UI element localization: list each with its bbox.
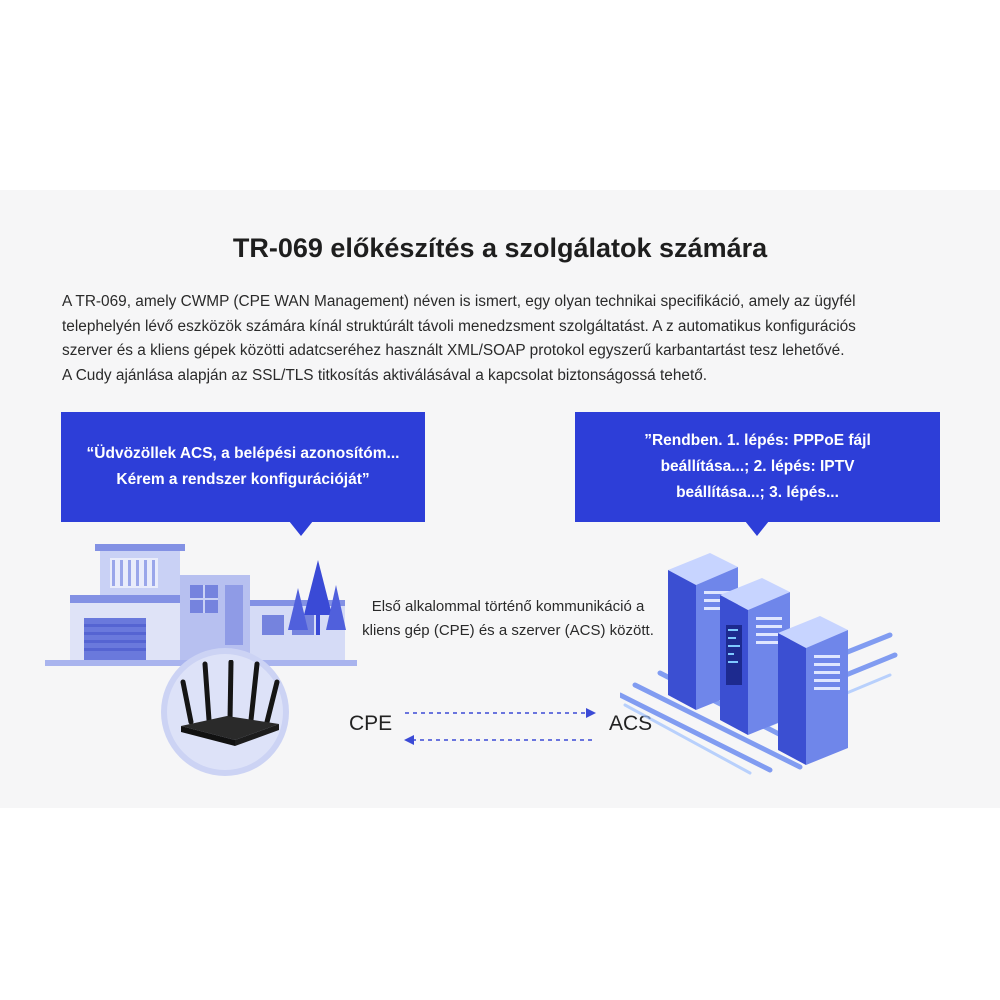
cpe-bubble-line-2: Kérem a rendszer konfigurációját” [116, 471, 370, 488]
cpe-bubble-line-1: “Üdvözöllek ACS, a belépési azonosítóm..… [86, 445, 400, 462]
router-icon [180, 660, 280, 746]
acs-label: ACS [609, 712, 653, 735]
communication-line-1: Első alkalommal történő kommunikáció a [371, 598, 645, 615]
cpe-label: CPE [349, 712, 393, 735]
acs-bubble-line-1: ”Rendben. 1. lépés: PPPoE fájl [644, 432, 871, 449]
server-illustration [617, 545, 900, 780]
intro-paragraph: A TR-069, amely CWMP (CPE WAN Management… [62, 290, 942, 388]
communication-line-2: kliens gép (CPE) és a szerver (ACS) közö… [362, 622, 654, 639]
house-illustration-icon [45, 544, 357, 776]
exchange-arrows [404, 708, 596, 745]
page-title: TR-069 előkészítés a szolgálatok számára [232, 233, 768, 263]
communication-description: Első alkalommal történő kommunikáció a k… [358, 595, 658, 643]
house-router-illustration [40, 540, 370, 780]
arrow-right-icon [405, 708, 596, 718]
acs-bubble-line-3: beállítása...; 3. lépés... [676, 484, 839, 501]
server-rack-icon [617, 553, 898, 775]
intro-line-3: szerver és a kliens gépek közötti adatcs… [62, 342, 845, 359]
acs-speech-bubble: ”Rendben. 1. lépés: PPPoE fájl beállítás… [575, 412, 940, 536]
arrow-left-icon [404, 735, 595, 745]
intro-line-1: A TR-069, amely CWMP (CPE WAN Management… [62, 293, 856, 310]
intro-line-2: telephelyén lévő eszközök számára kínál … [62, 317, 856, 335]
cpe-speech-bubble: “Üdvözöllek ACS, a belépési azonosítóm..… [61, 412, 425, 536]
intro-line-4: A Cudy ajánlása alapján az SSL/TLS titko… [62, 366, 708, 384]
acs-bubble-line-2: beállítása...; 2. lépés: IPTV [660, 458, 855, 475]
